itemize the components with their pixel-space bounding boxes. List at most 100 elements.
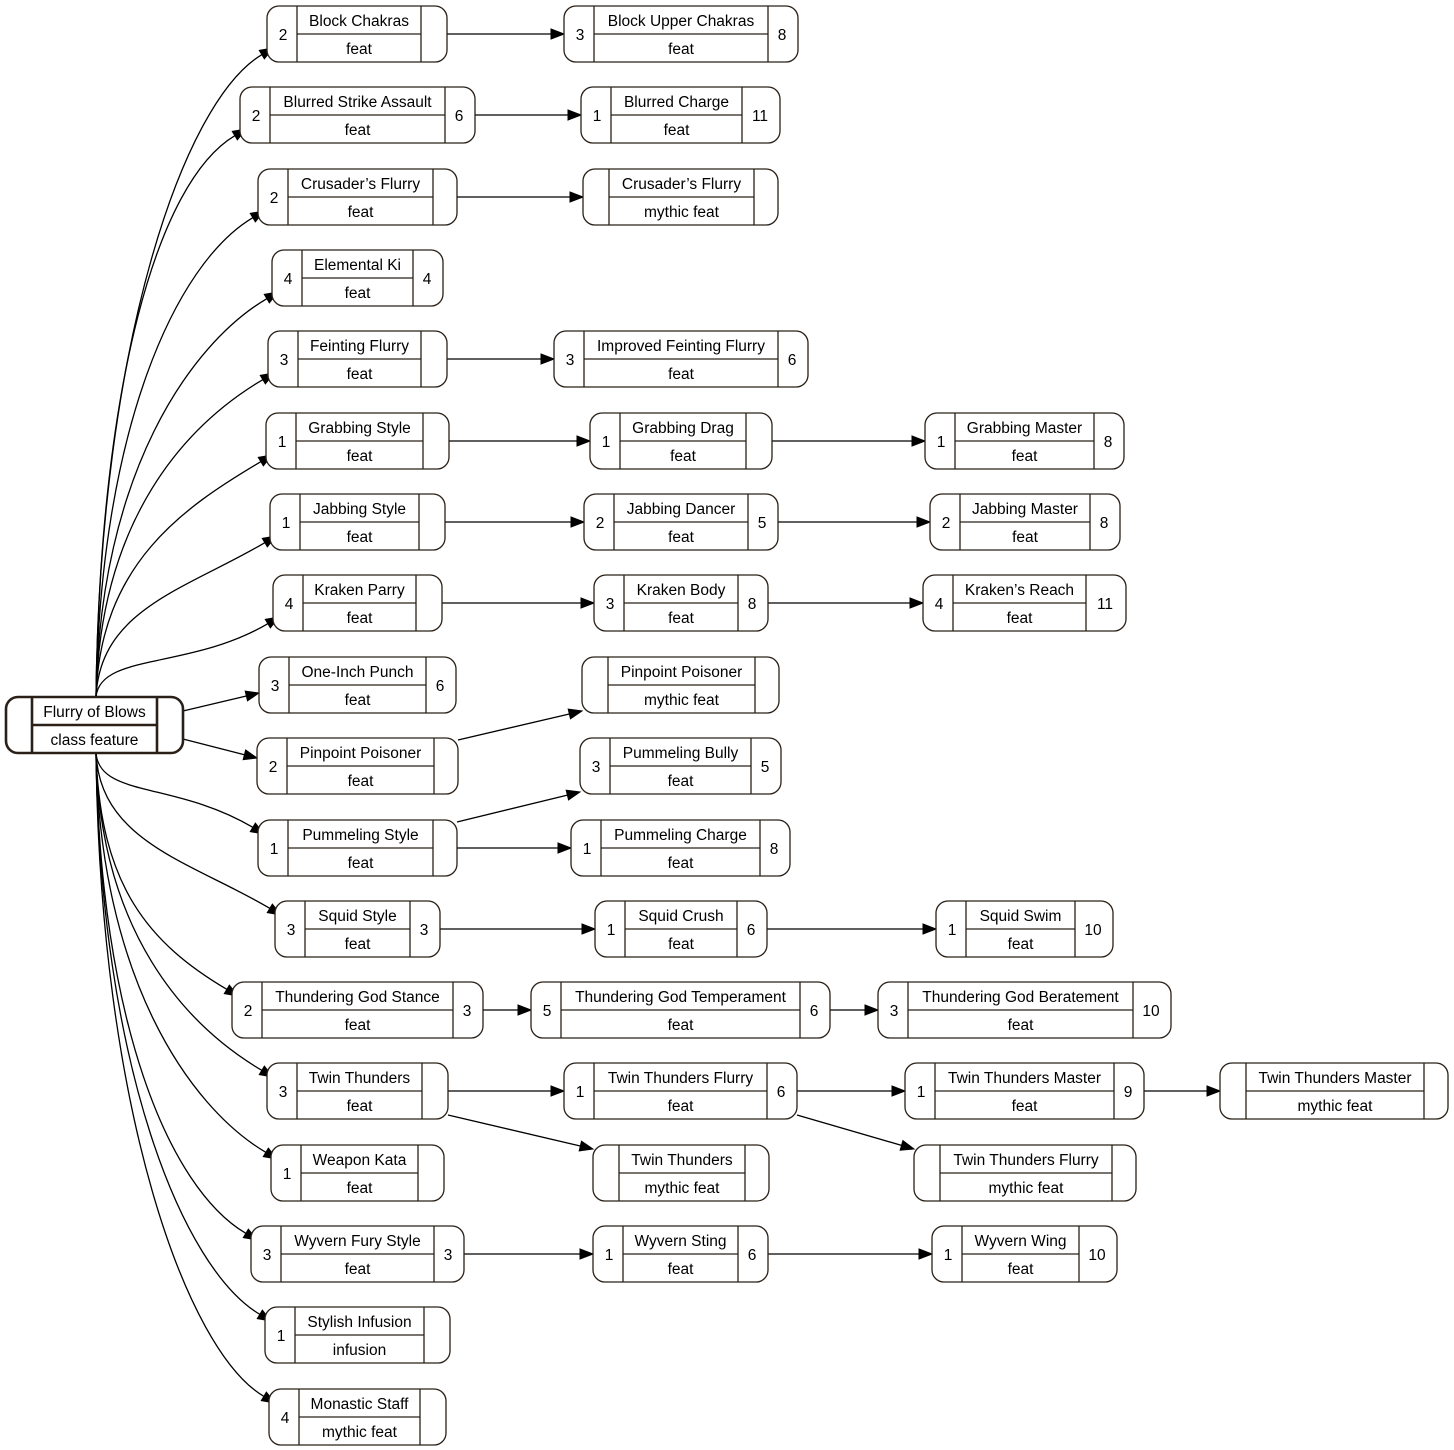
edge-squid-crush-to-squid-swim [767, 923, 938, 935]
edge-line [95, 379, 264, 698]
node-left-number: 5 [543, 1003, 552, 1020]
node-name: Thundering God Beratement [922, 989, 1119, 1006]
edge-crusaders-flurry-to-crusaders-flurry-mythic [457, 191, 585, 203]
node-left-number: 2 [279, 27, 288, 44]
node-left-number: 2 [270, 190, 279, 207]
node-kind: feat [670, 448, 697, 465]
node-right-number: 6 [810, 1003, 819, 1020]
node-kind: feat [668, 1261, 695, 1278]
edge-line [182, 738, 245, 756]
edge-line [95, 298, 268, 698]
node-kind: mythic feat [644, 204, 720, 221]
node-kind: mythic feat [645, 1180, 721, 1197]
edge-twin-thunders-flurry-to-twin-thunders-master [797, 1085, 907, 1097]
node-left-number: 3 [606, 596, 615, 613]
node-left-number: 3 [280, 352, 289, 369]
node-left-number: 1 [593, 108, 602, 125]
node-kind: feat [668, 773, 695, 790]
node-name: Squid Crush [638, 908, 723, 925]
edge-line [95, 217, 254, 698]
node-left-number: 1 [576, 1084, 585, 1101]
node-left-number: 3 [287, 922, 296, 939]
node-name: Flurry of Blows [43, 704, 146, 721]
edge-arrowhead [540, 353, 556, 365]
edge-arrowhead [567, 708, 584, 720]
node-name: Wyvern Wing [974, 1233, 1066, 1250]
node-name: Block Chakras [309, 13, 409, 30]
node-twin-thunders-mythic: Twin Thunders mythic feat [592, 1144, 770, 1202]
node-crusaders-flurry-mythic: Crusader’s Flurry mythic feat [582, 168, 779, 226]
node-kind: feat [348, 855, 375, 872]
node-right-number: 10 [1084, 922, 1102, 939]
edge-arrowhead [579, 1248, 595, 1260]
node-name: Pummeling Style [302, 827, 418, 844]
node-kind: feat [668, 855, 695, 872]
edge-kraken-body-to-krakens-reach [768, 597, 925, 609]
edge-grabbing-drag-to-grabbing-master [772, 435, 927, 447]
node-kind: feat [668, 41, 695, 58]
edge-arrowhead [550, 28, 566, 40]
node-right-number: 4 [423, 271, 432, 288]
edge-squid-style-to-squid-crush [440, 923, 597, 935]
node-right-number: 10 [1142, 1003, 1160, 1020]
node-right-number: 8 [778, 27, 787, 44]
node-kind: feat [1007, 610, 1034, 627]
edge-line [95, 752, 271, 909]
edge-arrowhead [242, 749, 259, 761]
node-left-number: 3 [263, 1247, 272, 1264]
node-left-number: 3 [576, 27, 585, 44]
node-right-number: 11 [752, 108, 768, 125]
node-right-number: 6 [788, 352, 797, 369]
edge-arrowhead [565, 789, 582, 801]
node-left-number: 2 [269, 759, 278, 776]
node-name: Thundering God Stance [275, 989, 440, 1006]
node-left-number: 3 [566, 352, 575, 369]
node-name: Grabbing Style [308, 420, 411, 437]
node-right-number: 8 [1104, 434, 1113, 451]
node-left-number: 4 [281, 1410, 290, 1427]
edge-line [95, 752, 263, 1071]
node-kind: feat [345, 285, 372, 302]
edge-arrowhead [864, 1004, 880, 1016]
edge-pinpoint-poisoner-to-pinpoint-poisoner-mythic [457, 708, 584, 741]
node-name: Twin Thunders Master [1258, 1070, 1411, 1087]
node-kind: feat [347, 529, 374, 546]
edge-wyvern-sting-to-wyvern-wing [768, 1248, 934, 1260]
edge-line [95, 752, 267, 1153]
node-name: Elemental Ki [314, 257, 401, 274]
edge-flurry-to-grabbing-style [95, 454, 274, 698]
node-kind: class feature [51, 732, 139, 749]
node-left-number: 2 [596, 515, 605, 532]
node-kind: feat [345, 122, 372, 139]
edge-feinting-flurry-to-improved-feinting-flurry [447, 353, 556, 365]
node-name: Kraken’s Reach [965, 582, 1074, 599]
node-name: Crusader’s Flurry [622, 176, 741, 193]
edge-twin-thunders-to-twin-thunders-mythic [447, 1114, 595, 1152]
edge-flurry-to-pummeling-style [95, 752, 266, 835]
node-left-number: 3 [279, 1084, 288, 1101]
node-left-number: 4 [935, 596, 944, 613]
node-right-number: 3 [420, 922, 429, 939]
node-name: Thundering God Temperament [575, 989, 787, 1006]
node-kind: mythic feat [644, 692, 720, 709]
node-name: Grabbing Master [967, 420, 1082, 437]
node-name: Twin Thunders [631, 1152, 733, 1169]
